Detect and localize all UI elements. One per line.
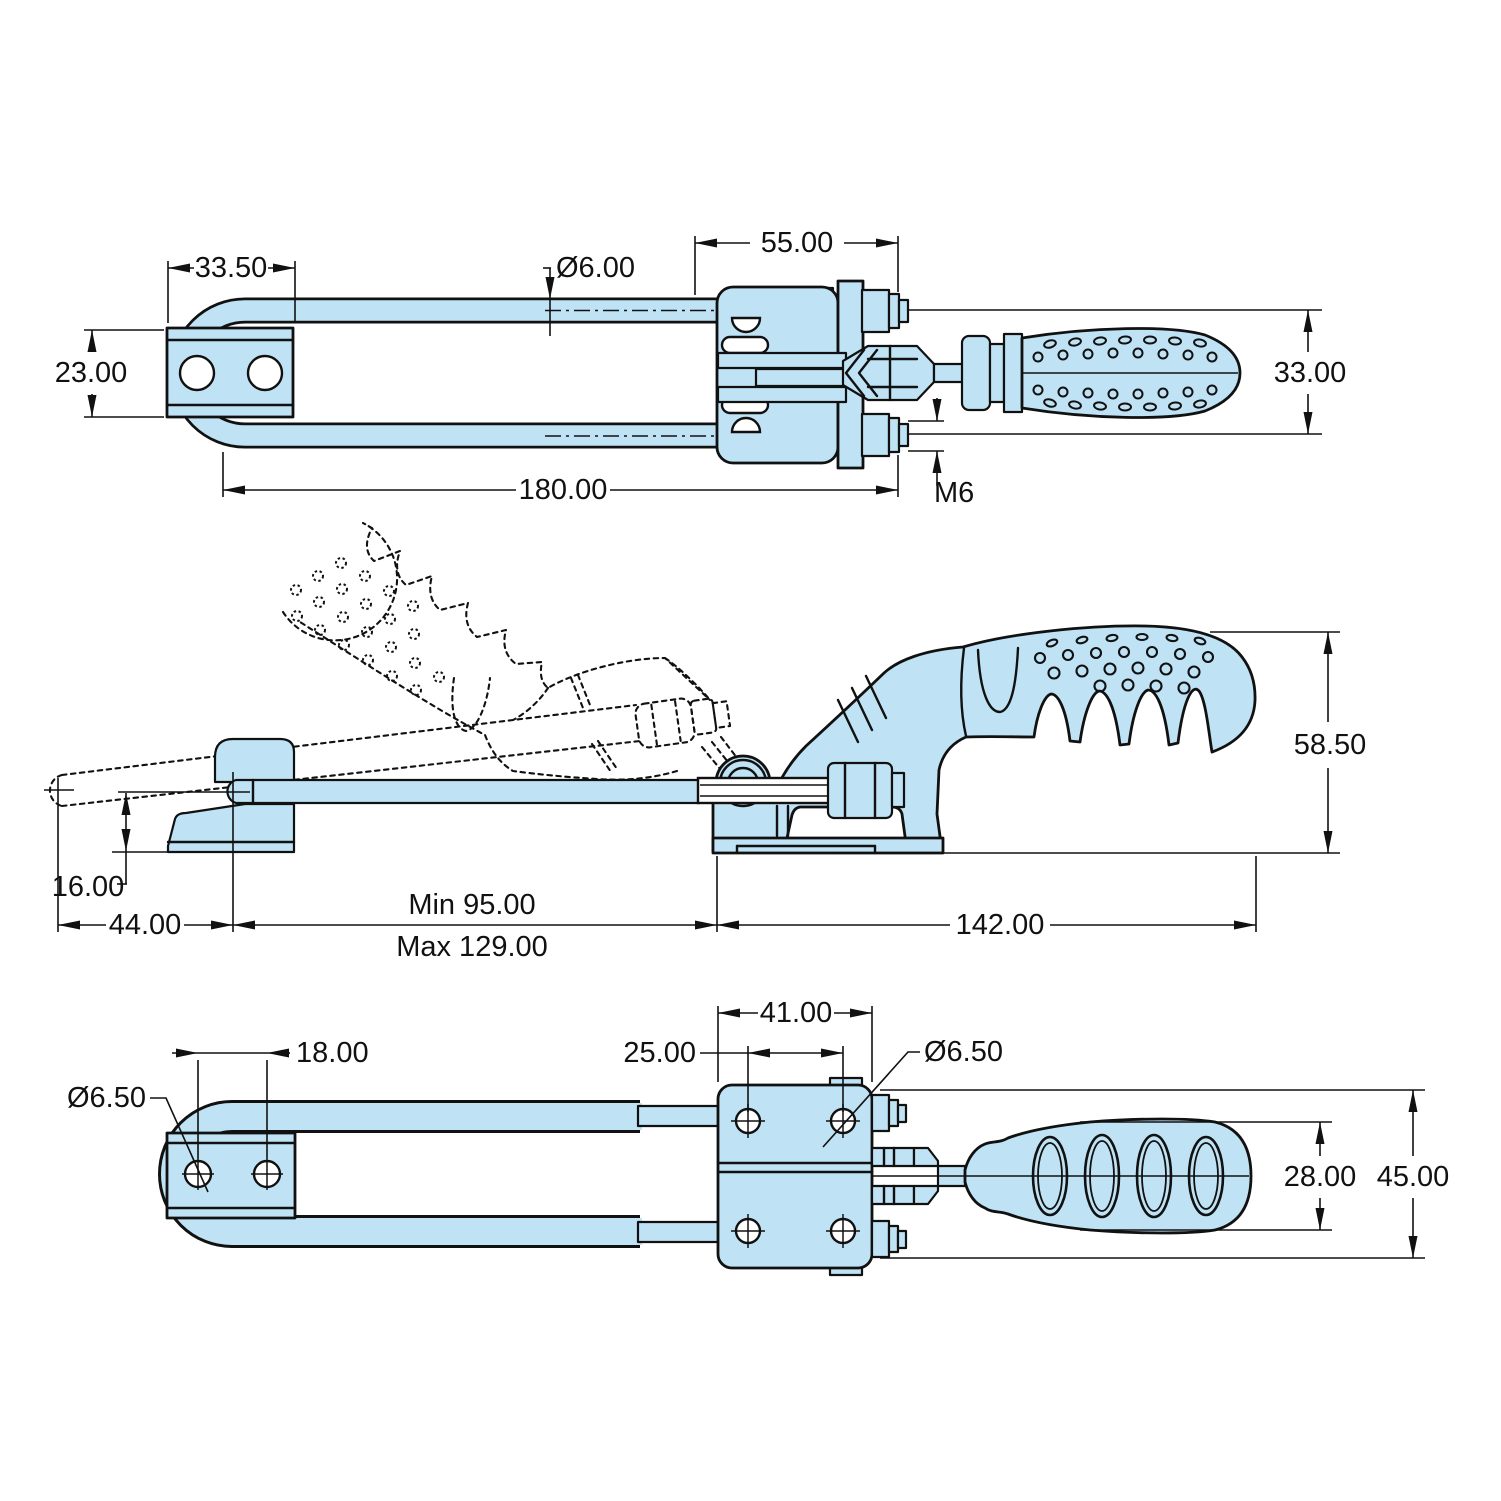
bottom-view-dimensions: 18.00 Ø6.50 41.00 25.00 Ø6.50 28.00 [67, 997, 1450, 1259]
rod-neck [636, 1104, 721, 1128]
dim-top-body-width: 55.00 [761, 227, 834, 259]
phantom-grip-dimples [290, 557, 445, 696]
arm-detail-lines [836, 674, 888, 744]
grip-dimples-top-view [1032, 335, 1218, 412]
top-view-dimensions: 33.50 23.00 Ø6.00 55.00 33.00 180.00 [55, 227, 1347, 509]
base-plate-bottom-view [716, 1076, 874, 1277]
handle-collar [960, 334, 992, 412]
dim-side-hook-height: 16.00 [52, 871, 125, 903]
body-notch [730, 416, 762, 434]
catch-bracket-top-view [165, 326, 295, 419]
grip-insert-curve [976, 646, 1020, 714]
toggle-link [716, 385, 848, 404]
phantom-rod [60, 703, 642, 808]
threaded-rod [696, 776, 834, 805]
phantom-grip-insert [451, 676, 492, 733]
phantom-grip-outline [281, 521, 712, 781]
dim-top-bracket-width: 33.50 [195, 252, 268, 284]
washer-side-view [890, 771, 906, 809]
threaded-ends [860, 288, 910, 458]
spindle-hex [841, 344, 936, 402]
dim-bottom-handle-width: 28.00 [1284, 1161, 1357, 1193]
phantom-open-handle [49, 521, 746, 808]
grip-front [1002, 332, 1024, 414]
top-view: 33.50 23.00 Ø6.00 55.00 33.00 180.00 [55, 227, 1347, 509]
dim-bottom-hole-spacing: 18.00 [296, 1037, 369, 1069]
latch-rod-side-view [226, 778, 702, 805]
dim-side-handle-length: 142.00 [956, 909, 1045, 941]
body-slot [720, 335, 770, 355]
dim-bottom-base-hole-diameter: Ø6.50 [924, 1036, 1003, 1068]
grip-edge [960, 646, 968, 738]
catch-bracket-bottom-view [165, 1131, 297, 1220]
phantom-adjust-nut [634, 697, 732, 749]
dim-top-handle-height: 33.00 [1274, 357, 1347, 389]
dim-bottom-overall-width: 45.00 [1377, 1161, 1450, 1193]
handle-neck [988, 342, 1006, 404]
side-view: 16.00 44.00 Min 95.00 Max 129.00 142.00 … [44, 521, 1367, 963]
catch-side-view [166, 737, 296, 854]
adjust-nut-side-view [826, 761, 894, 820]
mount-hole [178, 354, 216, 392]
dim-bottom-base-hole-spacing: 25.00 [623, 1037, 696, 1069]
dim-side-travel-min: Min 95.00 [408, 889, 535, 921]
dim-top-rod-diameter: Ø6.00 [556, 252, 635, 284]
grip-dimples-side-view [1033, 632, 1215, 695]
toggle-link [716, 351, 848, 370]
catch-foot [166, 802, 296, 854]
spindle-shaft [932, 362, 965, 384]
dim-top-thread: M6 [934, 477, 974, 509]
dim-top-overall-length: 180.00 [519, 474, 608, 506]
dim-top-bracket-height: 23.00 [55, 357, 128, 389]
bottom-view: 18.00 Ø6.50 41.00 25.00 Ø6.50 28.00 [67, 997, 1450, 1277]
mount-hole [246, 354, 284, 392]
dim-side-travel-max: Max 129.00 [396, 931, 548, 963]
dim-side-overall-height: 58.50 [1294, 729, 1367, 761]
spindle-bottom-view [870, 1146, 967, 1206]
dim-bottom-hole-diameter: Ø6.50 [67, 1082, 146, 1114]
clamp-arm-and-grip [711, 624, 1257, 853]
base-plate-side-view [711, 836, 945, 855]
phantom-hatch-marks [569, 673, 619, 774]
rod-neck [636, 1220, 721, 1244]
catch-upper-block [213, 737, 296, 784]
toggle-link-center [754, 367, 848, 388]
dim-bottom-base-width: 41.00 [760, 997, 833, 1029]
body-notch [730, 316, 762, 334]
dim-side-hook-offset: 44.00 [109, 909, 182, 941]
side-view-dimensions: 16.00 44.00 Min 95.00 Max 129.00 142.00 … [44, 631, 1367, 963]
threaded-ends-bottom [870, 1093, 908, 1259]
